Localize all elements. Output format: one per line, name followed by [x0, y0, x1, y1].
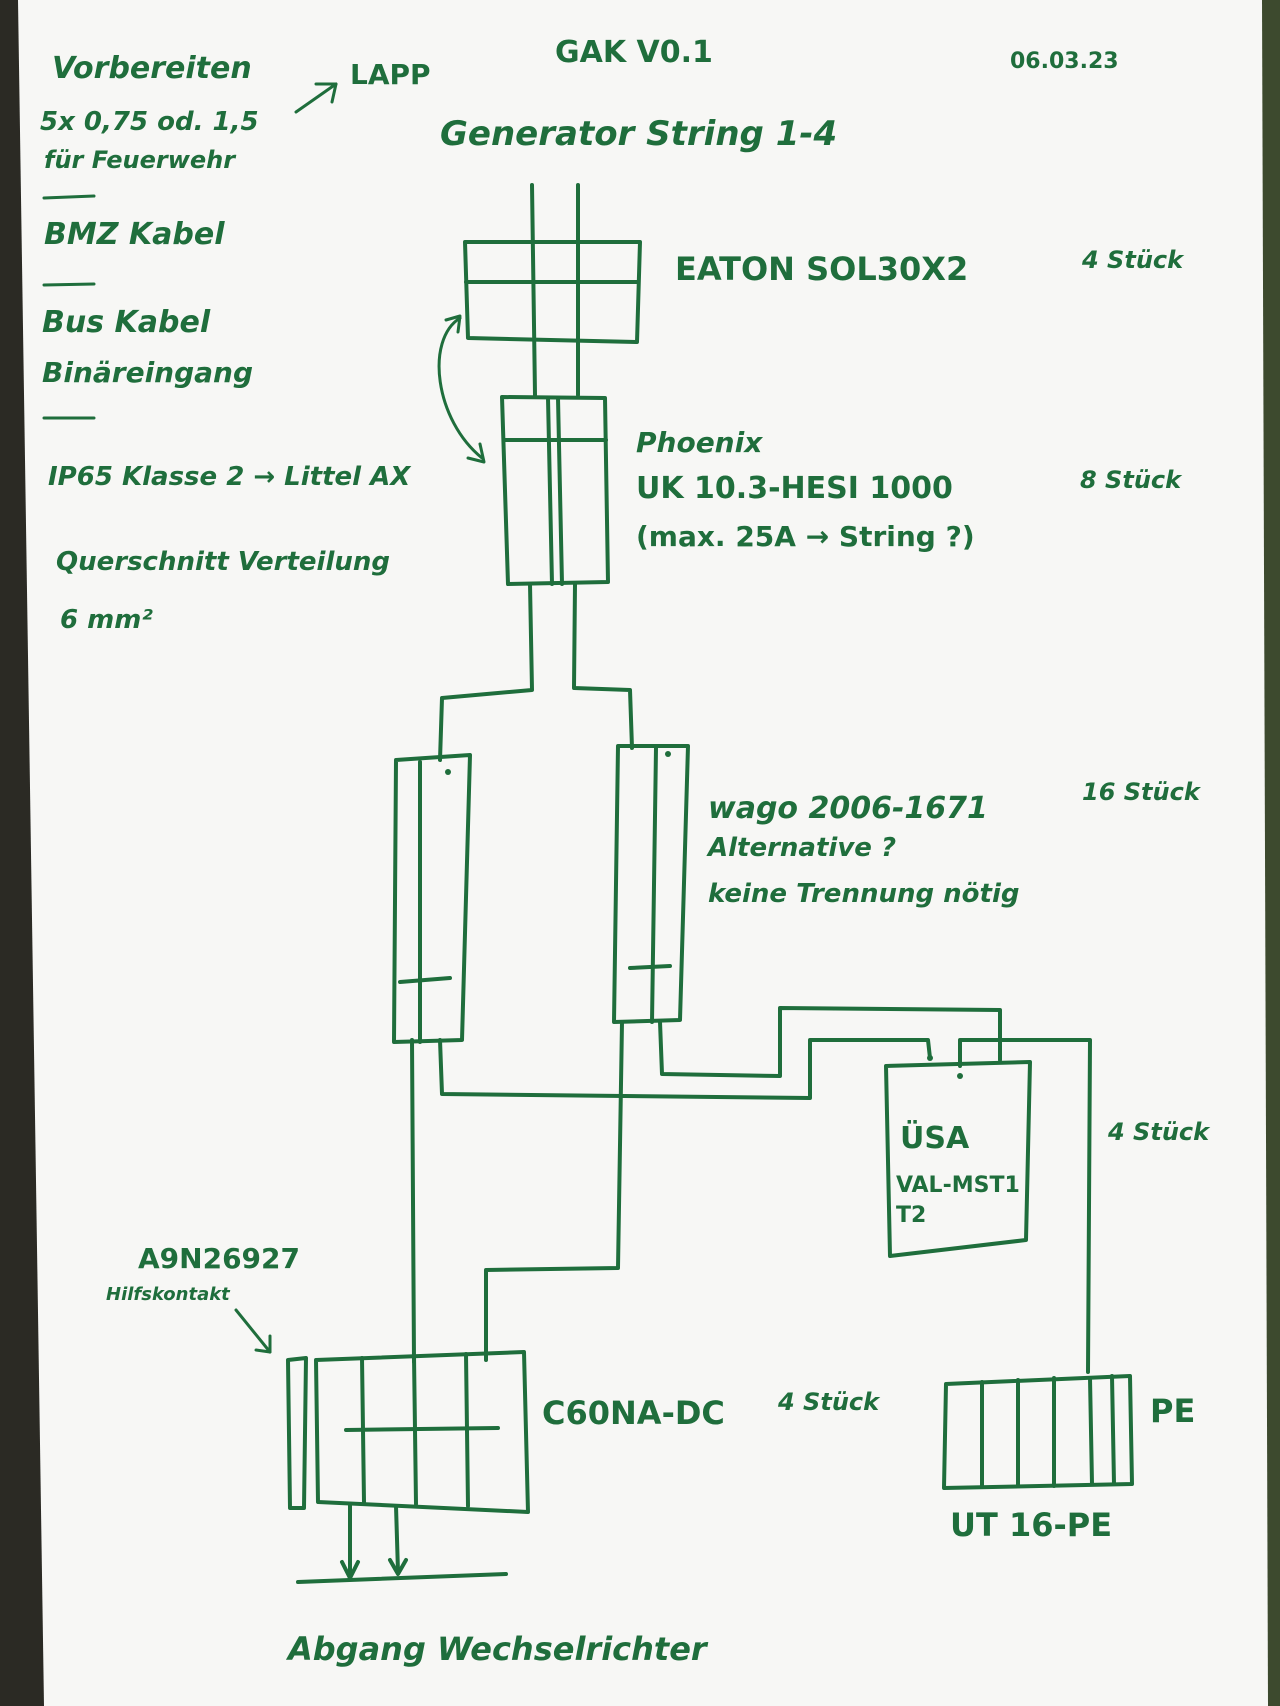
note-mm: 6 mm²	[60, 605, 153, 635]
string-wire-left	[530, 183, 537, 397]
paper-sheet	[18, 0, 1268, 1706]
wago-line2: Alternative ?	[706, 833, 896, 863]
wago-left-disconnect	[398, 976, 452, 984]
usa-line1: ÜSA	[900, 1119, 970, 1156]
wago-qty: 16 Stück	[1082, 778, 1202, 806]
wire-wago-right-to-breaker	[484, 1020, 624, 1362]
note-divider	[42, 282, 96, 287]
wago-right-inner	[650, 746, 658, 1024]
wire-wago-left-to-breaker	[410, 1038, 416, 1364]
usa-qty: 4 Stück	[1107, 1118, 1211, 1146]
note-querschnitt: Querschnitt Verteilung	[56, 547, 390, 577]
link-arrowhead-top	[444, 314, 462, 334]
wire-wago-right-to-usa	[658, 1006, 1002, 1078]
aux-arrow	[234, 1308, 272, 1354]
aux-contact-block	[286, 1356, 308, 1510]
aux-arrowhead	[254, 1334, 272, 1354]
aux-label: Hilfskontakt	[106, 1284, 231, 1305]
note-divider	[42, 194, 96, 200]
title: GAK V0.1	[555, 35, 713, 70]
wago-terminal-right	[612, 744, 690, 1024]
pe-terminal-divider	[1088, 1376, 1094, 1486]
output-bar	[296, 1572, 508, 1584]
usa-line3: T2	[896, 1203, 926, 1228]
output-label: Abgang Wechselrichter	[285, 1630, 709, 1668]
note-ip65: IP65 Klasse 2 → Littel AX	[48, 462, 412, 492]
wago-left-dot	[445, 769, 451, 775]
note-feuerwehr: für Feuerwehr	[44, 146, 237, 174]
output-arrowhead	[388, 1558, 408, 1576]
phoenix-line2: UK 10.3-HESI 1000	[636, 471, 953, 506]
date: 06.03.23	[1010, 49, 1119, 74]
breaker-c60na-dc	[314, 1350, 530, 1514]
link-arrow	[437, 316, 484, 460]
usa-surge-protector	[884, 1060, 1032, 1258]
note-bus: Bus Kabel	[42, 305, 211, 340]
output-wire	[394, 1504, 400, 1574]
lapp-arrow	[294, 82, 338, 114]
usa-terminal-dot	[957, 1073, 963, 1079]
phoenix-fuse-terminal	[500, 395, 610, 586]
breaker-label: C60NA-DC	[542, 1394, 725, 1432]
eaton-qty: 4 Stück	[1081, 246, 1185, 274]
pe-label: PE	[1150, 1392, 1195, 1430]
wago-right-dot	[665, 751, 671, 757]
aux-part-number: A9N26927	[138, 1242, 300, 1275]
link-arrowhead-bottom	[466, 442, 486, 464]
breaker-qty: 4 Stück	[777, 1388, 881, 1416]
phoenix-qty: 8 Stück	[1080, 466, 1183, 494]
phoenix-line3: (max. 25A → String ?)	[636, 520, 975, 553]
eaton-label: EATON SOL30X2	[675, 250, 968, 288]
wago-line1: wago 2006-1671	[708, 791, 988, 826]
wire-phoenix-to-wago-left	[438, 582, 534, 762]
note-vorbereiten: Vorbereiten	[52, 51, 252, 86]
pe-terminal-divider	[1110, 1374, 1116, 1486]
eaton-switch	[463, 240, 642, 344]
wire-wago-left-to-usa	[438, 1038, 932, 1100]
phoenix-line1: Phoenix	[636, 426, 763, 459]
usa-terminal-dot	[927, 1055, 933, 1061]
wire-phoenix-to-wago-right	[572, 582, 634, 750]
breaker-handle-bar	[344, 1426, 500, 1432]
phoenix-divider	[556, 396, 564, 586]
lapp-label: LAPP	[350, 58, 431, 91]
pe-part: UT 16-PE	[950, 1506, 1112, 1544]
note-binaer: Binäreingang	[42, 356, 253, 389]
lapp-arrowhead	[314, 82, 338, 104]
subtitle: Generator String 1-4	[440, 114, 837, 154]
wago-terminal-left	[392, 753, 472, 1044]
phoenix-divider	[546, 396, 554, 586]
wire-usa-to-pe	[958, 1038, 1092, 1374]
note-cable-spec: 5x 0,75 od. 1,5	[40, 107, 259, 137]
wago-line3: keine Trennung nötig	[708, 879, 1019, 909]
usa-line2: VAL-MST1	[896, 1173, 1020, 1198]
note-bmz: BMZ Kabel	[44, 217, 225, 252]
wago-right-disconnect	[628, 964, 672, 970]
pe-terminal-block	[942, 1374, 1134, 1490]
